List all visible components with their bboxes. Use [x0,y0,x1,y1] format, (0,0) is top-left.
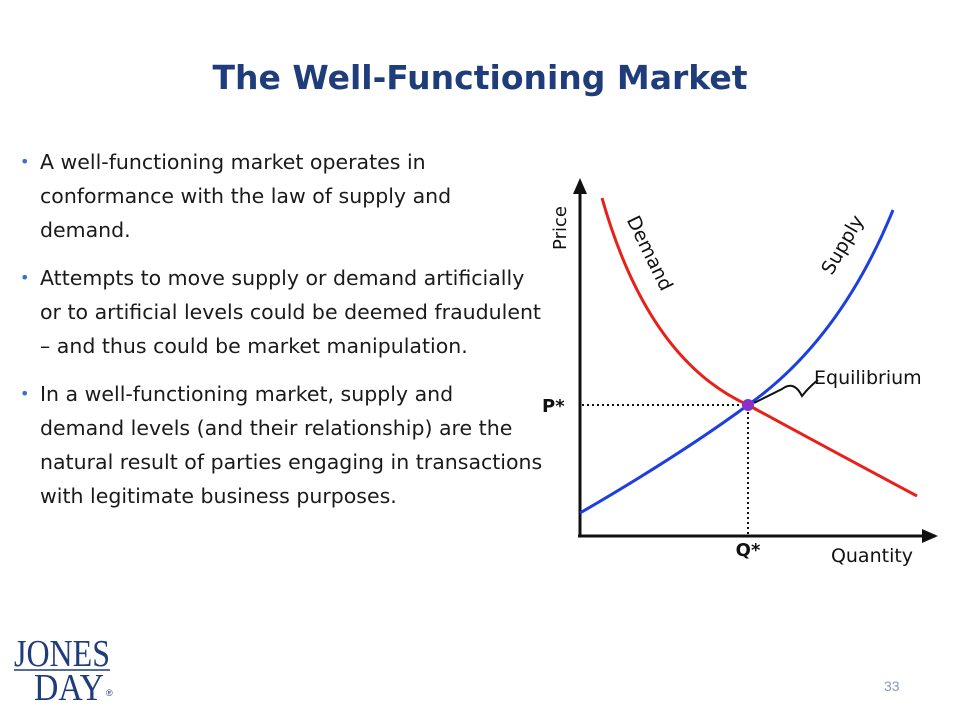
supply-label: Supply [817,211,868,278]
logo-line2: DAY [34,667,104,706]
equilibrium-leader [753,379,819,404]
bullet-text: Attempts to move supply or demand artifi… [40,266,541,358]
bullet-dot: • [20,268,30,287]
demand-label: Demand [622,212,677,294]
supply-demand-diagram: Price Quantity Demand Supply Equilibrium… [542,178,938,567]
logo-registered-mark: ® [106,688,113,698]
x-axis-label: Quantity [831,545,913,567]
price-marker: P* [542,396,565,417]
logo-line1: JONES [14,636,110,675]
bullet-item: • A well-functioning market operates in c… [18,145,543,247]
page-number: 33 [884,678,900,694]
quantity-marker: Q* [736,540,761,561]
demand-curve [600,197,918,498]
y-axis-arrow [573,178,587,194]
bullet-text: A well-functioning market operates in co… [40,150,452,242]
bullet-dot: • [20,152,30,171]
bullet-dot: • [20,384,30,403]
bullet-item: • Attempts to move supply or demand artif… [18,261,543,363]
bullet-text: In a well-functioning market, supply and… [40,382,543,508]
jones-day-logo: JONES DAY ® [14,636,113,706]
slide-title: The Well-Functioning Market [212,58,748,97]
bullet-list: • A well-functioning market operates in c… [18,145,543,527]
equilibrium-point [742,399,754,411]
bullet-item: • In a well-functioning market, supply an… [18,377,543,513]
x-axis-arrow [922,529,938,543]
y-axis-label: Price [550,206,571,250]
equilibrium-label: Equilibrium [814,367,922,389]
